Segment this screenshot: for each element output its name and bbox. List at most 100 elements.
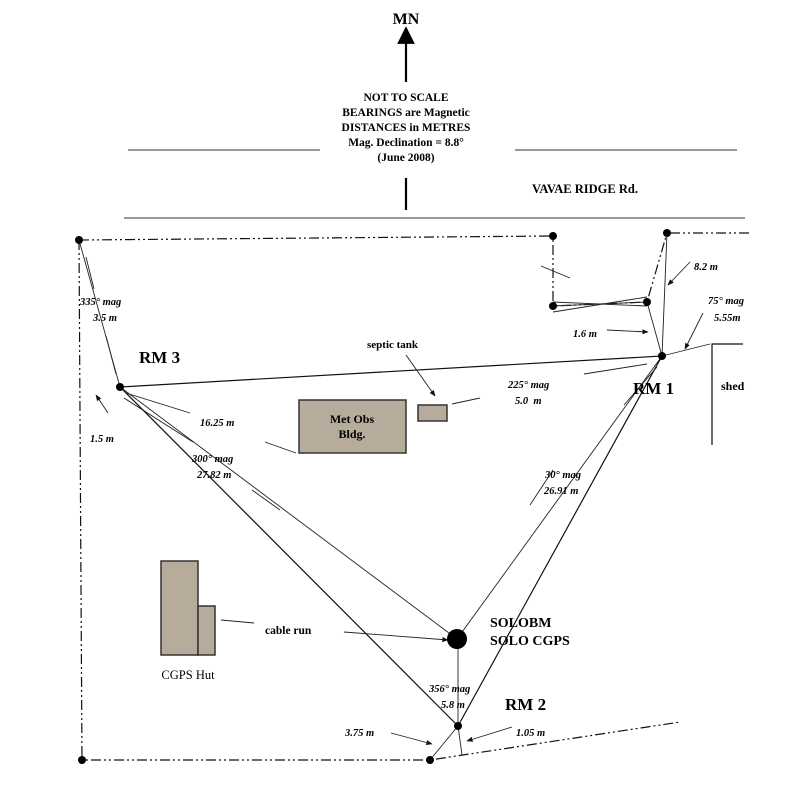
- boundary-corner-point: [75, 236, 83, 244]
- measurement-label: 1.5 m: [90, 434, 114, 445]
- leader-line: [405, 354, 436, 397]
- solobm-point: [447, 629, 467, 649]
- rm1-point: [658, 352, 666, 360]
- measurement-label: 335° mag: [79, 297, 121, 308]
- boundary-corner-point: [78, 756, 86, 764]
- survey-points: [75, 229, 671, 764]
- leader-line: [667, 261, 691, 286]
- rm1-label: RM 1: [633, 379, 674, 398]
- measurement-label: 225° mag: [507, 380, 549, 391]
- shed: shed: [711, 343, 745, 445]
- north-label: MN: [393, 11, 420, 28]
- measurement-label: 27.82 m: [196, 470, 231, 481]
- measurement-labels: 8.2 m 75° mag 5.55m 1.6 m 225° mag 5.0 m…: [79, 262, 744, 739]
- measurement-label: 16.25 m: [200, 418, 234, 429]
- cgps-hut: CGPS Hut: [160, 560, 216, 682]
- leader-line: [123, 397, 194, 443]
- line-rm2-corner: [429, 725, 459, 761]
- note-line: (June 2008): [377, 152, 434, 164]
- line-rm1-solobm: [456, 355, 663, 640]
- met-obs-label-line2: Bldg.: [338, 427, 365, 441]
- measurement-label: 1.6 m: [573, 329, 597, 340]
- rm3-point: [116, 383, 124, 391]
- tie-line: [552, 296, 648, 313]
- line-rm2-boundary: [457, 725, 463, 756]
- leader-line: [583, 363, 648, 375]
- measurement-label: 3.75 m: [344, 728, 374, 739]
- boundary-line: [78, 232, 752, 307]
- cable-run-label: cable run: [265, 625, 312, 637]
- leader-line: [451, 397, 481, 405]
- line-rm1-corner: [661, 232, 668, 357]
- measurement-label: 1.05 m: [516, 728, 545, 739]
- leader-line: [85, 256, 95, 290]
- measurement-label: 8.2 m: [694, 262, 718, 273]
- line-rm3-rm2: [119, 386, 459, 727]
- leader-line: [623, 366, 658, 406]
- note-line: BEARINGS are Magnetic: [342, 107, 470, 119]
- leader-line: [540, 265, 571, 279]
- septic-tank: septic tank: [367, 339, 448, 422]
- measurement-label: 5.55m: [714, 313, 741, 324]
- solobm-label: SOLOBM: [490, 616, 551, 631]
- boundary-corner-point: [426, 756, 434, 764]
- marker-labels: RM 1 RM 3 RM 2 SOLOBM SOLO CGPS: [139, 348, 674, 714]
- shed-label: shed: [721, 379, 745, 393]
- leader-line: [251, 489, 281, 511]
- measurement-label: 5.0 m: [515, 396, 542, 407]
- septic-tank-label: septic tank: [367, 339, 419, 351]
- measurement-label: 3.5 m: [92, 313, 117, 324]
- rm2-label: RM 2: [505, 695, 546, 714]
- cgps-hut-label: CGPS Hut: [161, 668, 215, 682]
- road-label: VAVAE RIDGE Rd.: [532, 182, 638, 196]
- line-rm3-rm1: [119, 355, 663, 388]
- rm3-label: RM 3: [139, 348, 180, 367]
- measurement-label: 300° mag: [191, 454, 233, 465]
- solo-cgps-label: SOLO CGPS: [490, 634, 570, 649]
- leader-line: [466, 726, 513, 742]
- tie-line: [552, 301, 648, 307]
- leader-line: [390, 732, 433, 745]
- measurement-label: 26.91 m: [543, 486, 578, 497]
- leader-line: [220, 619, 255, 624]
- line-rm1-fence: [646, 301, 663, 357]
- boundary-corner-point: [643, 298, 651, 306]
- measurement-label: 75° mag: [708, 296, 744, 307]
- note-line: NOT TO SCALE: [363, 92, 448, 104]
- note-line: Mag. Declination = 8.8°: [348, 137, 464, 149]
- boundary-corner-point: [549, 232, 557, 240]
- notes-block: NOT TO SCALE BEARINGS are Magnetic DISTA…: [342, 92, 471, 164]
- cgps-hut-annex-shape: [197, 605, 216, 656]
- leader-line: [264, 441, 297, 454]
- leader-line: [343, 631, 449, 643]
- leader-line: [529, 469, 554, 506]
- measurement-label: 5.8 m: [441, 700, 465, 711]
- boundary-line: [78, 239, 681, 761]
- north-arrow: MN: [393, 11, 420, 210]
- leader-line: [95, 394, 109, 414]
- met-obs-building-shape: [298, 399, 407, 454]
- property-boundary: [78, 232, 752, 761]
- survey-lines: [78, 232, 711, 761]
- septic-tank-shape: [417, 404, 448, 422]
- measurement-label: 356° mag: [428, 684, 470, 695]
- cgps-hut-main-shape: [160, 560, 199, 656]
- boundary-corner-point: [549, 302, 557, 310]
- leader-line: [105, 335, 117, 375]
- met-obs-label-line1: Met Obs: [330, 412, 375, 426]
- line-rm3-solobm: [119, 386, 458, 640]
- leader-line: [125, 392, 191, 414]
- rm2-point: [454, 722, 462, 730]
- measurement-label: 30° mag: [544, 470, 581, 481]
- leader-line: [606, 329, 649, 335]
- leader-line: [684, 312, 704, 350]
- boundary-corner-point: [663, 229, 671, 237]
- line-rm1-shed: [661, 343, 711, 357]
- leader-lines: [85, 256, 704, 745]
- note-line: DISTANCES in METRES: [342, 122, 471, 134]
- shed-outline: [711, 343, 743, 445]
- road: VAVAE RIDGE Rd.: [124, 149, 745, 219]
- line-rm1-rm2: [457, 355, 663, 727]
- met-obs-building: Met Obs Bldg.: [298, 399, 407, 454]
